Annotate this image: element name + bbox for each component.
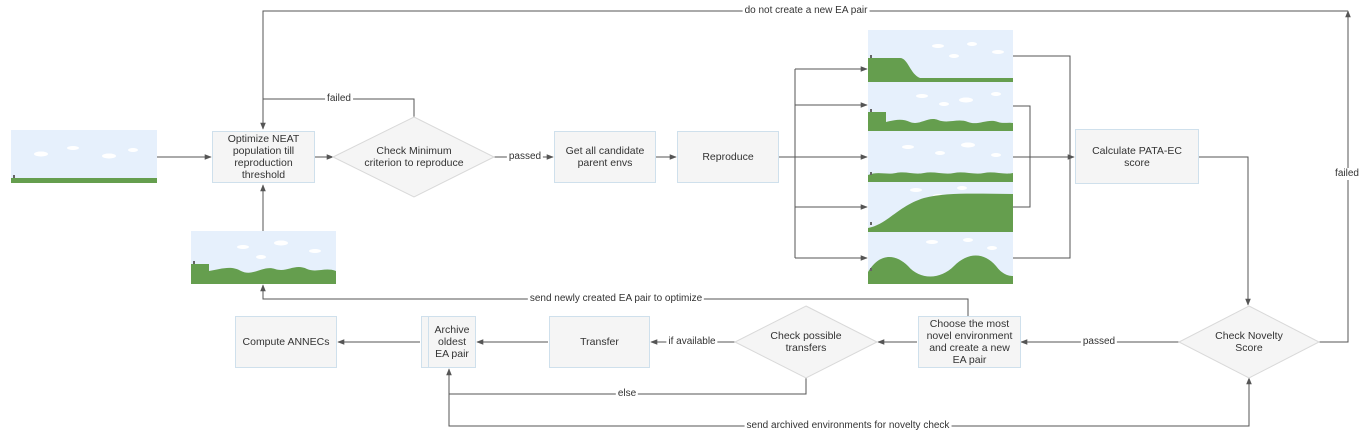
edge-failed-right bbox=[1318, 10, 1351, 343]
reproduce-label: Reproduce bbox=[702, 151, 754, 163]
check-novelty-diamond bbox=[1177, 305, 1321, 379]
edge-child-4-to-pata bbox=[1013, 157, 1031, 208]
else-label: else bbox=[615, 388, 639, 400]
get-parents-label: Get all candidate parent envs bbox=[565, 145, 645, 169]
child-5-thumbnail bbox=[868, 232, 1013, 284]
reproduce-box: Reproduce bbox=[677, 131, 779, 183]
check-minimum-label: Check Minimum criterion to reproduce bbox=[364, 145, 464, 169]
child-1-thumbnail bbox=[868, 30, 1013, 82]
archive-box: Archive oldest EA pair bbox=[421, 316, 476, 368]
pata-ec-box: Calculate PATA-EC score bbox=[1075, 129, 1199, 184]
child-3-thumbnail bbox=[868, 131, 1013, 182]
no-new-pair-label: do not create a new EA pair bbox=[742, 5, 870, 17]
new-env-thumbnail bbox=[191, 231, 336, 284]
optimize-label: Optimize NEAT population till reproducti… bbox=[227, 133, 300, 181]
pata-ec-label: Calculate PATA-EC score bbox=[1092, 144, 1182, 169]
choose-novel-label: Choose the most novel environment and cr… bbox=[926, 318, 1013, 366]
check-transfers-label: Check possible transfers bbox=[770, 330, 842, 354]
child-2-thumbnail bbox=[868, 82, 1013, 131]
check-novelty-label: Check Novelty Score bbox=[1215, 330, 1283, 354]
edge-send-archived bbox=[448, 369, 1252, 427]
edge-no-new-pair bbox=[262, 10, 1348, 99]
choose-novel-box: Choose the most novel environment and cr… bbox=[918, 316, 1021, 368]
edge-pata-to-novelty bbox=[1199, 156, 1251, 306]
optimize-box: Optimize NEAT population till reproducti… bbox=[212, 131, 315, 183]
check-minimum-diamond bbox=[331, 116, 496, 198]
send-archived-label: send archived environments for novelty c… bbox=[744, 420, 952, 432]
archive-box-divider bbox=[428, 316, 429, 368]
annecs-box: Compute ANNECs bbox=[235, 316, 337, 368]
edge-child-1-to-pata bbox=[1013, 55, 1071, 157]
archive-label: Archive oldest EA pair bbox=[434, 324, 470, 360]
edge-child-5-to-pata bbox=[1013, 157, 1071, 259]
edge-child-2-to-pata bbox=[1013, 105, 1031, 157]
transfer-label: Transfer bbox=[580, 336, 619, 348]
start-env-thumbnail bbox=[11, 130, 157, 183]
failed-right-label: failed bbox=[1333, 168, 1361, 180]
edge-reproduce-fan bbox=[779, 69, 796, 258]
passed-right-label: passed bbox=[1080, 336, 1118, 348]
annecs-label: Compute ANNECs bbox=[242, 336, 330, 348]
transfer-box: Transfer bbox=[549, 316, 650, 368]
child-4-thumbnail bbox=[868, 182, 1013, 232]
send-new-label: send newly created EA pair to optimize bbox=[527, 293, 705, 305]
if-available-label: if available bbox=[666, 336, 718, 348]
passed-left-label: passed bbox=[506, 151, 544, 163]
get-parents-box: Get all candidate parent envs bbox=[554, 131, 656, 183]
failed-left-label: failed bbox=[325, 93, 353, 105]
check-transfers-diamond bbox=[733, 305, 879, 379]
